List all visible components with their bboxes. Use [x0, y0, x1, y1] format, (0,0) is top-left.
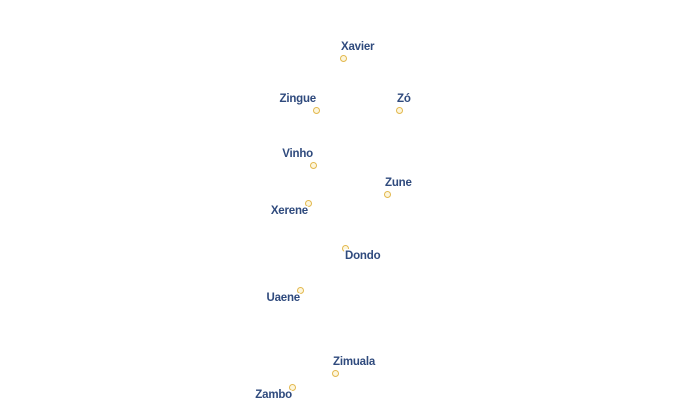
place-label[interactable]: Dondo — [345, 250, 381, 262]
place-label[interactable]: Xavier — [341, 41, 375, 53]
place-marker[interactable] — [339, 54, 347, 62]
place-marker[interactable] — [312, 106, 320, 114]
place-marker[interactable] — [341, 244, 349, 252]
place-marker[interactable] — [288, 383, 296, 391]
place-label[interactable]: Uaene — [266, 292, 300, 304]
place-marker[interactable] — [309, 161, 317, 169]
place-marker[interactable] — [395, 106, 403, 114]
place-marker[interactable] — [296, 286, 304, 294]
place-label[interactable]: Zó — [397, 93, 411, 105]
place-label[interactable]: Vinho — [282, 148, 313, 160]
place-label[interactable]: Zimuala — [333, 356, 376, 368]
place-marker[interactable] — [383, 190, 391, 198]
place-label[interactable]: Xerene — [270, 205, 308, 217]
place-label[interactable]: Zune — [385, 177, 412, 189]
place-label[interactable]: Zingue — [279, 93, 317, 105]
place-marker[interactable] — [304, 199, 312, 207]
place-marker[interactable] — [331, 369, 339, 377]
place-label[interactable]: Zambo — [255, 389, 292, 401]
